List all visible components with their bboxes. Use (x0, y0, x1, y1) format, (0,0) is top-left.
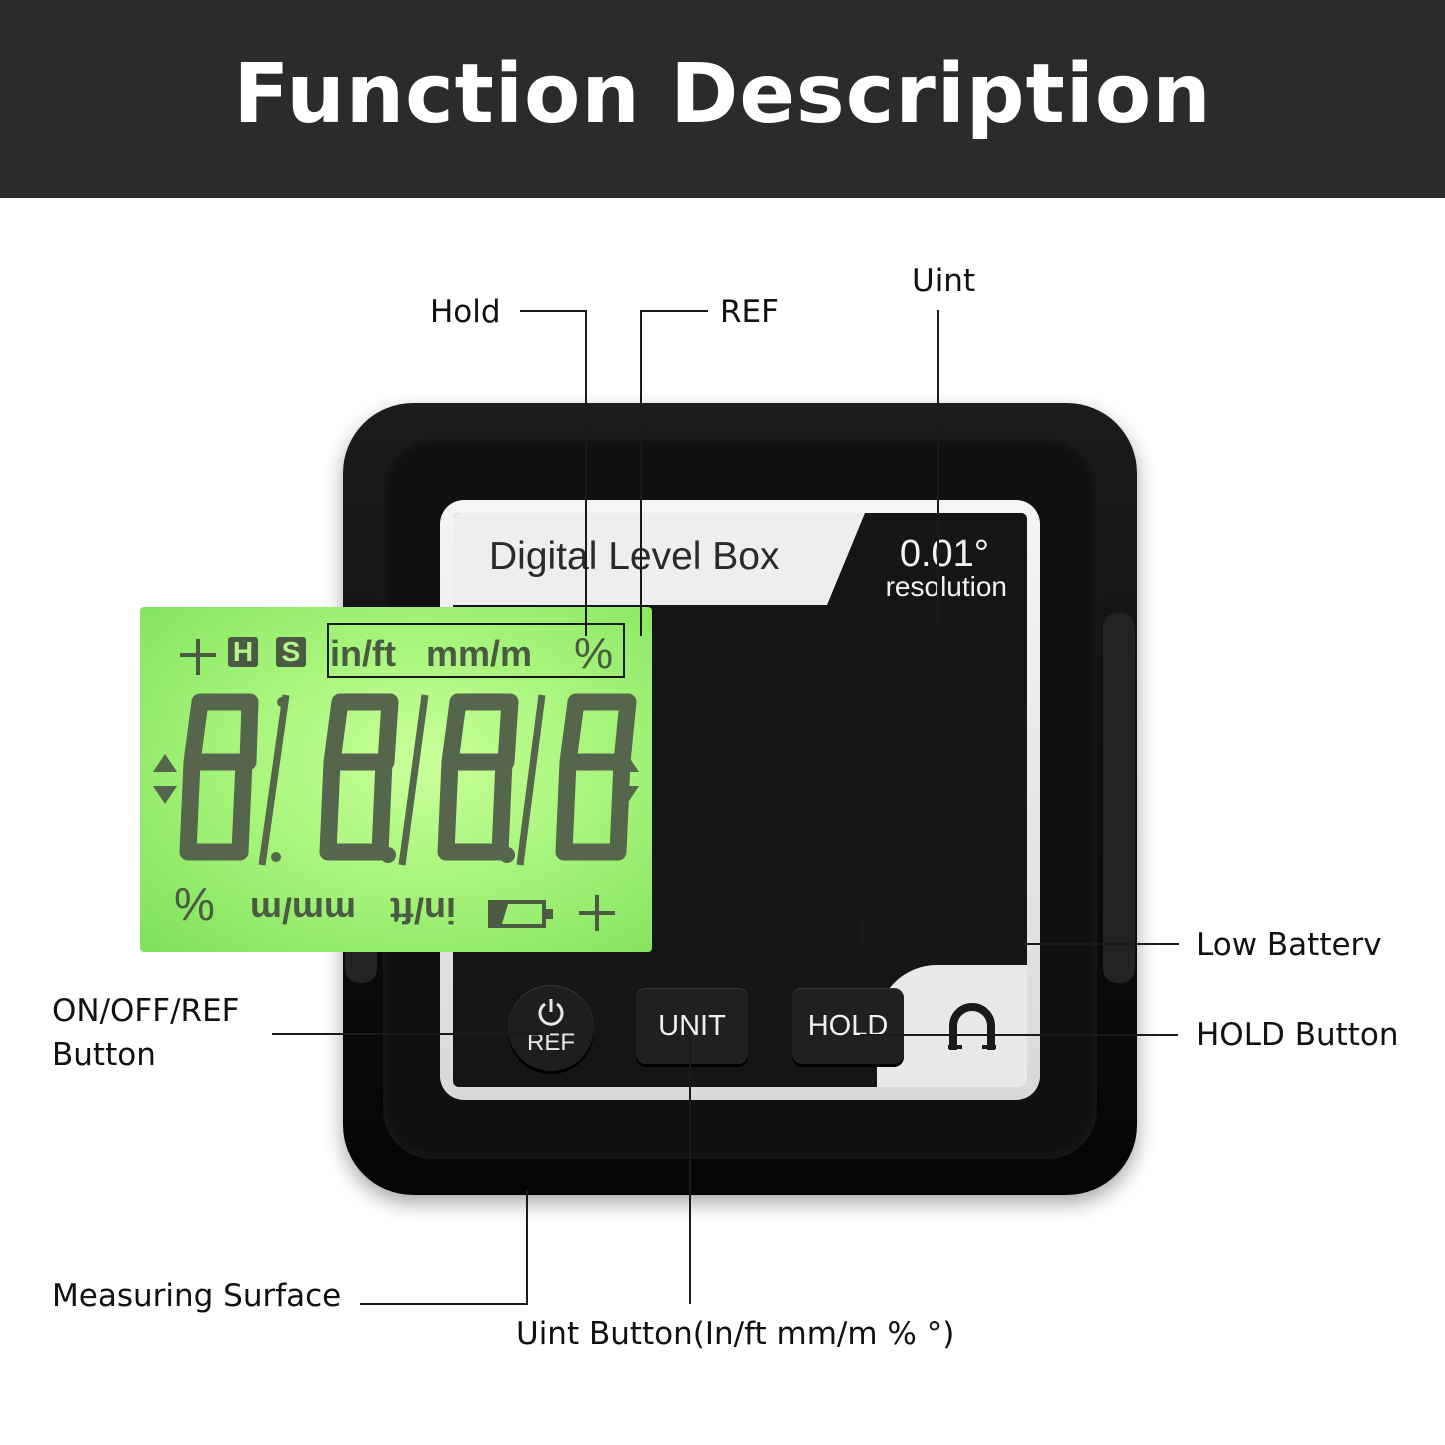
leader-ref-button-h (272, 1033, 550, 1035)
callout-unit: Uint (912, 263, 976, 299)
callout-on-off-ref: ON/OFF/REF (52, 993, 240, 1029)
leader-ref-v (640, 310, 642, 636)
leader-battery-h (861, 943, 1179, 945)
lcd-unit-inft-top: in/ft (330, 633, 396, 674)
leader-battery-v (861, 920, 863, 944)
level-cross-icon (180, 639, 216, 675)
callout-hold-button: HOLD Button (1196, 1017, 1399, 1053)
on-off-ref-button[interactable]: REF (508, 985, 594, 1071)
callout-on-off-ref-button: Button (52, 1037, 156, 1073)
leader-surface-v (526, 1190, 528, 1304)
callout-hold: Hold (430, 294, 501, 330)
unit-highlight-box (327, 623, 625, 678)
side-grip-right (1103, 613, 1135, 983)
lcd-unit-pct-top: % (574, 629, 614, 678)
lcd-digits (179, 693, 637, 866)
lcd-mmm-bottom: mm/m (250, 890, 357, 931)
hold-button[interactable]: HOLD (792, 988, 904, 1064)
callout-unit-button: Uint Button(In/ft mm/m % °) (516, 1316, 955, 1352)
resolution-label: resolution (885, 571, 1007, 602)
arrow-up-down-right-icon (615, 754, 639, 804)
page-title: Function Description (233, 46, 1212, 142)
leader-unit-button-v (689, 1030, 691, 1304)
leader-hold-button-h (860, 1034, 1178, 1036)
lcd-pct-bottom: % (174, 878, 215, 930)
unit-button-label: UNIT (658, 1009, 726, 1042)
battery-icon (488, 900, 553, 928)
magnet-icon (948, 1003, 996, 1050)
leader-hold-v (585, 310, 587, 636)
hold-button-label: HOLD (807, 1009, 889, 1042)
callout-ref: REF (720, 294, 779, 330)
level-cross-bottom-icon (579, 895, 615, 931)
leader-unit-v (937, 310, 939, 624)
lcd-ref-badge: S (276, 637, 306, 667)
lcd-inft-bottom: in/ft (390, 890, 456, 931)
leader-ref-h (640, 310, 708, 312)
unit-button[interactable]: UNIT (636, 988, 748, 1064)
lcd-hold-badge: H (228, 637, 258, 667)
leader-hold-h (520, 310, 586, 312)
resolution-panel (827, 513, 1027, 605)
resolution-value: 0.01° (899, 533, 989, 575)
callout-measuring-surface: Measuring Surface (52, 1278, 342, 1314)
brand-label: Digital Level Box (489, 535, 780, 578)
callout-low-battery: Low Batterv (1196, 927, 1382, 963)
lcd-display: H S in/ft mm/m % % mm/m in/f (140, 607, 652, 952)
arrow-up-down-left-icon (153, 754, 177, 804)
header-banner: Function Description (0, 0, 1445, 198)
power-icon (538, 999, 564, 1026)
leader-surface-h (360, 1303, 528, 1305)
lcd-unit-mmm-top: mm/m (426, 633, 533, 674)
